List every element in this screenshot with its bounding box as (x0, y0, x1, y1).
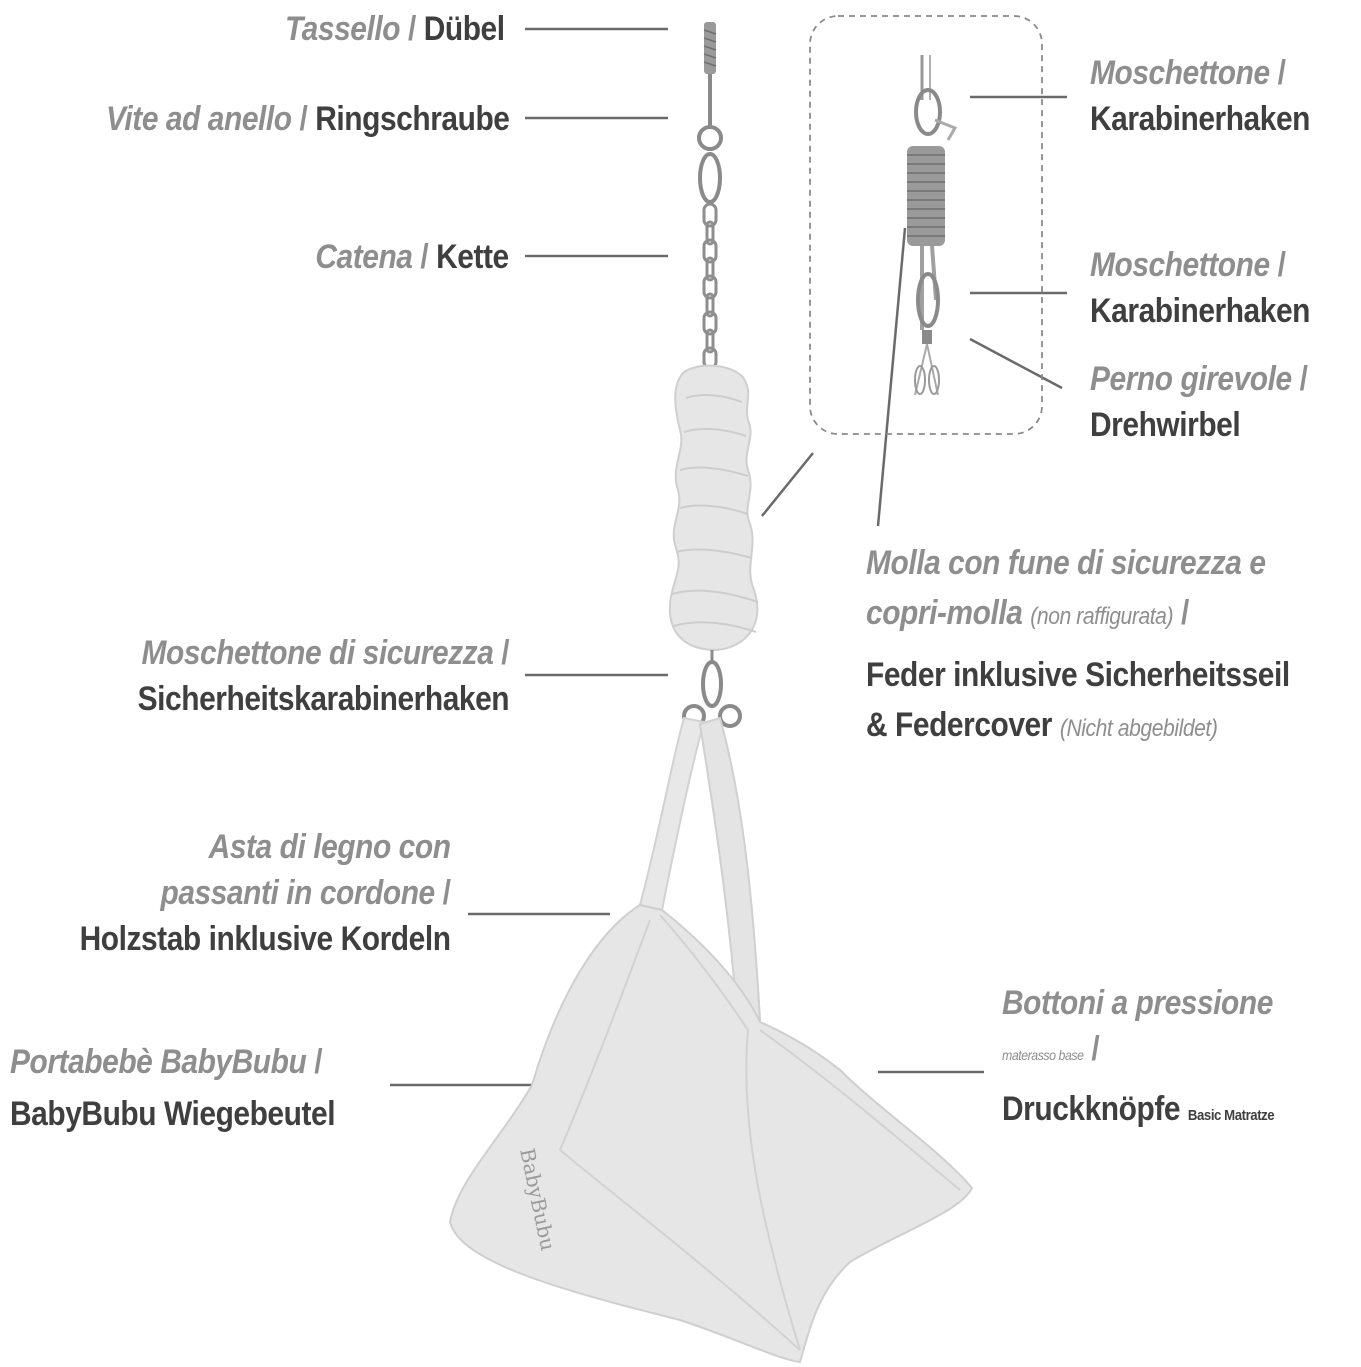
label-wooden-rod-it-1: Asta di legno con (80, 824, 451, 870)
separator: / (443, 874, 451, 912)
label-dowel-it: Tassello (285, 10, 400, 48)
label-spring-de-1: Feder inklusive Sicherheitsseil (866, 650, 1290, 700)
label-snaps-de-small: Basic Matratze (1188, 1107, 1274, 1124)
leader-spring-cover (762, 453, 813, 516)
label-snaps-de: Druckknöpfe (1002, 1090, 1180, 1128)
safety-carabiner-icon (703, 662, 721, 706)
separator: / (501, 634, 509, 672)
separator: / (314, 1043, 322, 1081)
separator: / (1278, 54, 1286, 92)
eye-screw-icon (699, 127, 721, 149)
leader-spring (878, 228, 905, 526)
label-swivel-it: Perno girevole (1090, 360, 1292, 398)
label-carabiner-top: Moschettone / Karabinerhaken (1090, 50, 1310, 142)
label-spring-de-2: & Federcover (866, 706, 1052, 744)
label-swivel-de: Drehwirbel (1090, 402, 1307, 448)
separator: / (1300, 360, 1308, 398)
label-snaps-it: Bottoni a pressione (1002, 980, 1274, 1026)
separator: / (1278, 246, 1286, 284)
label-dowel-de: Dübel (424, 10, 505, 48)
label-baby-bag-de: BabyBubu Wiegebeutel (10, 1088, 335, 1140)
label-chain: Catena / Kette (316, 234, 509, 280)
label-carabiner-bottom-de: Karabinerhaken (1090, 288, 1310, 334)
spring-detail (907, 55, 955, 395)
label-spring-it-note: (non raffigurata) (1030, 603, 1173, 630)
label-carabiner-top-de: Karabinerhaken (1090, 96, 1310, 142)
label-carabiner-bottom-it: Moschettone (1090, 246, 1270, 284)
label-eye-screw-it: Vite ad anello (106, 100, 292, 138)
carabiner-top-icon (916, 90, 940, 134)
chain-icon (704, 204, 716, 368)
label-swivel: Perno girevole / Drehwirbel (1090, 356, 1307, 448)
label-spring: Molla con fune di sicurezza e copri-moll… (866, 538, 1290, 754)
separator: / (408, 10, 416, 48)
label-snaps-it-small: materasso base (1002, 1047, 1083, 1063)
label-safety-carabiner-de: Sicherheitskarabinerhaken (138, 676, 509, 722)
label-safety-carabiner: Moschettone di sicurezza / Sicherheitska… (138, 630, 509, 722)
separator: / (1091, 1030, 1099, 1068)
label-chain-de: Kette (436, 238, 509, 276)
label-spring-it-2: copri-molla (866, 594, 1022, 632)
label-baby-bag-it: Portabebè BabyBubu (10, 1043, 306, 1081)
label-snaps: Bottoni a pressione materasso base / Dru… (1002, 980, 1274, 1139)
separator: / (421, 238, 429, 276)
label-dowel: Tassello / Dübel (285, 6, 505, 52)
label-wooden-rod-de: Holzstab inklusive Kordeln (80, 916, 451, 962)
separator: / (1181, 594, 1189, 632)
label-spring-de-note: (Nicht abgebildet) (1060, 715, 1218, 742)
separator: / (299, 100, 307, 138)
label-carabiner-bottom: Moschettone / Karabinerhaken (1090, 242, 1310, 334)
spring-icon (907, 146, 945, 246)
label-baby-bag: Portabebè BabyBubu / BabyBubu Wiegebeute… (10, 1036, 335, 1140)
label-wooden-rod-it-2: passanti in cordone (161, 874, 435, 912)
label-carabiner-top-it: Moschettone (1090, 54, 1270, 92)
leader-swivel (970, 339, 1062, 388)
label-wooden-rod: Asta di legno con passanti in cordone / … (80, 824, 451, 962)
label-spring-it-1: Molla con fune di sicurezza e (866, 538, 1290, 588)
label-eye-screw-de: Ringschraube (315, 100, 509, 138)
swivel-icon (922, 330, 932, 344)
label-eye-screw: Vite ad anello / Ringschraube (106, 96, 509, 142)
label-chain-it: Catena (316, 238, 413, 276)
label-safety-carabiner-it: Moschettone di sicurezza (141, 634, 493, 672)
